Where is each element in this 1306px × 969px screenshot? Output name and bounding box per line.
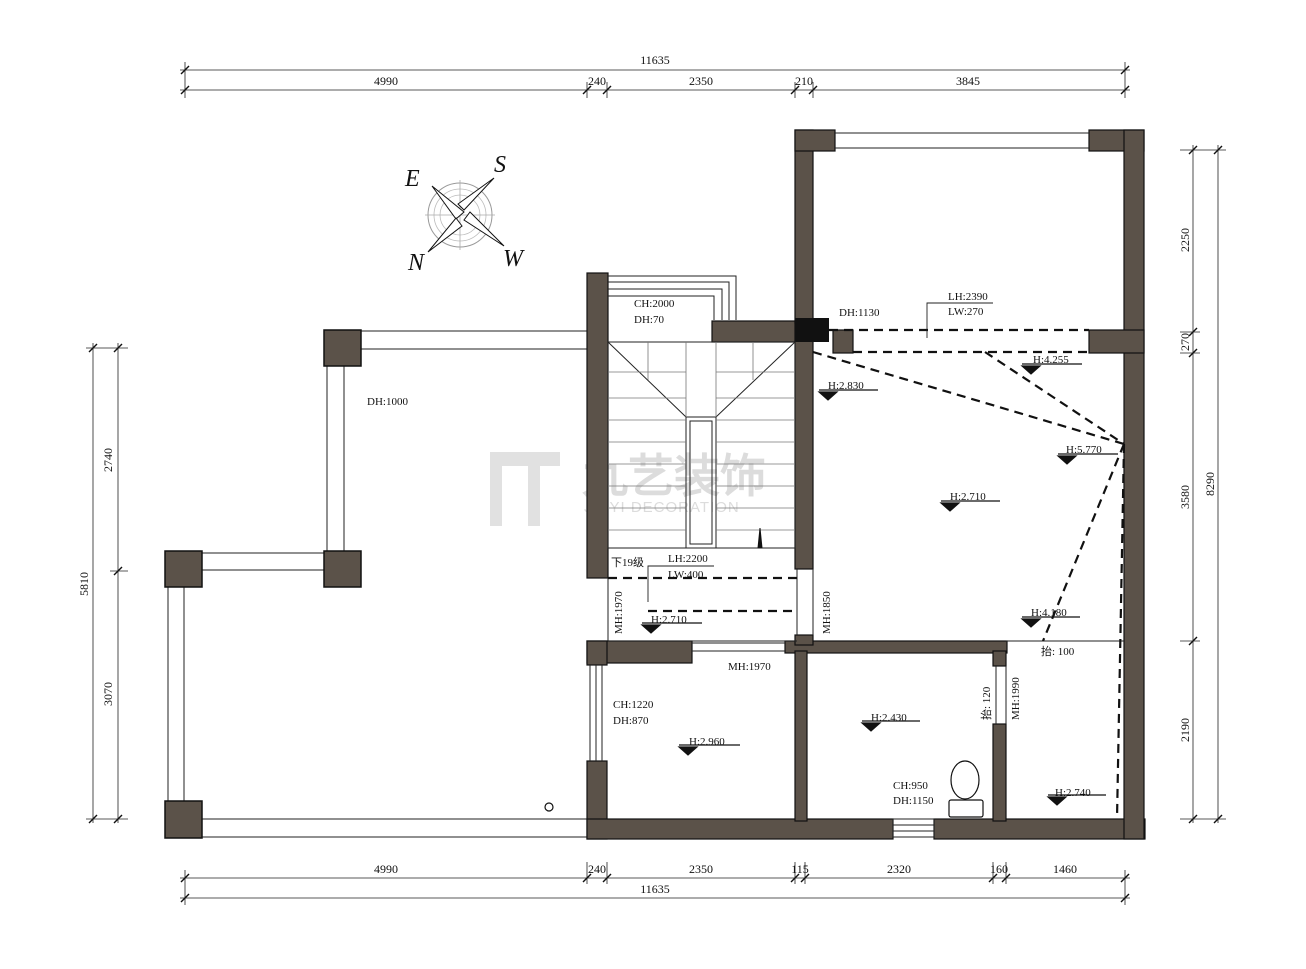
top-total-dim: 11635: [640, 53, 670, 67]
right-total-dim: 8290: [1203, 472, 1217, 496]
watermark-cn: 九艺装饰: [582, 450, 766, 502]
column-top: [323, 329, 362, 367]
label-lw400: LW:400: [668, 569, 704, 581]
compass: E S N W: [404, 152, 525, 276]
left-dimension-chain: 5810 2740 3070: [77, 343, 128, 824]
label-mh1990: MH:1990: [1010, 677, 1022, 720]
left-dim-1: 2740: [101, 448, 115, 472]
right-dim-4: 2190: [1178, 718, 1192, 742]
bottom-dim-1: 4990: [374, 862, 398, 876]
bottom-dim-4: 115: [791, 862, 809, 876]
watermark: 九艺装饰 JIUYI DECORATION ®: [490, 444, 812, 526]
label-mh1970-vertical: MH:1970: [613, 591, 625, 634]
compass-n: N: [407, 250, 426, 276]
label-h5770: H:5.770: [1066, 444, 1102, 456]
bottom-dim-3: 2350: [689, 862, 713, 876]
top-dim-3: 2350: [689, 74, 713, 88]
right-dim-1: 2250: [1178, 228, 1192, 252]
room-labels: DH:1000 CH:2000 DH:70 DH:1130 LH:2390 LW…: [367, 291, 1102, 807]
label-lh2390: LH:2390: [948, 291, 988, 303]
left-total-dim: 5810: [77, 572, 91, 596]
top-dim-4: 210: [795, 74, 813, 88]
top-dim-5: 3845: [956, 74, 980, 88]
openings: [589, 132, 1124, 838]
label-dh70: DH:70: [634, 314, 664, 326]
right-dim-2: 270: [1178, 333, 1192, 351]
bottom-total-dim: 11635: [640, 882, 670, 896]
label-ch1220: CH:1220: [613, 699, 654, 711]
beam-lines: [608, 328, 1126, 820]
toilet-icon: [948, 760, 984, 818]
label-lw270: LW:270: [948, 306, 984, 318]
label-h2710-living: H:2.710: [950, 491, 986, 503]
label-ch950: CH:950: [893, 780, 928, 792]
label-h2710-stair: H:2.710: [651, 614, 687, 626]
terrace-outline: [167, 330, 587, 838]
label-h2430: H:2.430: [871, 712, 907, 724]
label-ch2000: CH:2000: [634, 298, 675, 310]
terrace-columns: [164, 329, 362, 839]
bottom-dimension-chain: 4990 240 2350 115 2320 160 1460 11635: [180, 862, 1130, 905]
label-h4180: H:4.180: [1031, 607, 1067, 619]
column-left: [164, 550, 203, 588]
label-dh870: DH:870: [613, 715, 649, 727]
label-raise-100: 抬: 100: [1041, 644, 1075, 658]
top-dimension-chain: 11635 4990 240 2350 210 3845: [180, 53, 1130, 98]
label-h2740: H:2.740: [1055, 787, 1091, 799]
label-dh1150: DH:1150: [893, 795, 934, 807]
staircase: [607, 341, 796, 549]
label-mh1850: MH:1850: [821, 591, 833, 634]
level-markers: [640, 363, 1118, 806]
label-h2960: H:2.960: [689, 736, 725, 748]
drain-icon: [544, 802, 554, 812]
bottom-dim-2: 240: [588, 862, 606, 876]
bottom-dim-7: 1460: [1053, 862, 1077, 876]
label-raise-120: 抬: 120: [979, 686, 993, 720]
bottom-dim-6: 160: [990, 862, 1008, 876]
column-bottom-left: [164, 800, 203, 839]
right-dimension-chain: 2250 270 3580 2190 8290: [1178, 145, 1226, 824]
top-dim-2: 240: [588, 74, 606, 88]
label-h4255: H:4.255: [1033, 354, 1069, 366]
compass-w: W: [503, 246, 525, 272]
left-dim-2: 3070: [101, 682, 115, 706]
compass-s: S: [494, 152, 506, 178]
watermark-en: JIUYI DECORATION: [584, 499, 740, 516]
compass-e: E: [404, 166, 420, 192]
column-middle: [323, 550, 362, 588]
label-dh1130: DH:1130: [839, 307, 880, 319]
leader-lines: [647, 302, 993, 602]
label-dh1000: DH:1000: [367, 396, 408, 408]
label-stairs-down: 下19级: [611, 556, 644, 569]
label-lh2200: LH:2200: [668, 553, 708, 565]
walls: [586, 129, 1146, 840]
right-dim-3: 3580: [1178, 485, 1192, 509]
label-mh1970-horizontal: MH:1970: [728, 661, 771, 673]
label-h2830: H:2.830: [828, 380, 864, 392]
top-dim-1: 4990: [374, 74, 398, 88]
bottom-dim-5: 2320: [887, 862, 911, 876]
